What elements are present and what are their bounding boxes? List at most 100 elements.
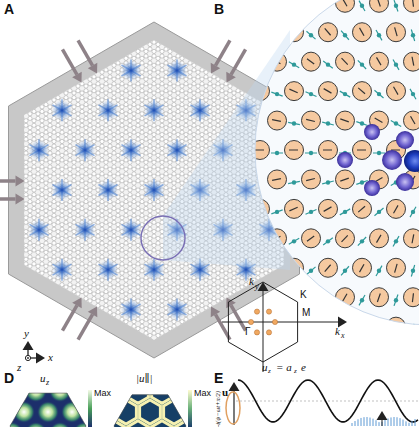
lattice-site: [120, 96, 124, 100]
lattice-site: [128, 82, 132, 86]
lattice-site: [132, 199, 136, 203]
lattice-site: [8, 146, 12, 150]
lattice-site: [20, 227, 24, 231]
lattice-site: [140, 278, 144, 282]
lattice-site: [100, 236, 104, 240]
lattice-site: [96, 290, 100, 294]
lattice-site: [164, 116, 168, 120]
lattice-site: [144, 202, 148, 206]
lattice-site: [96, 202, 100, 206]
lattice-site: [164, 167, 168, 171]
lattice-site: [28, 181, 32, 185]
lattice-site: [136, 123, 140, 127]
lattice-site: [172, 283, 176, 287]
lattice-site: [40, 285, 44, 289]
lattice-site: [108, 172, 112, 176]
lattice-site: [196, 324, 200, 328]
lattice-site: [36, 102, 40, 106]
lattice-site: [92, 126, 96, 130]
lattice-site: [24, 234, 28, 238]
lattice-site: [28, 209, 32, 213]
lattice-site: [88, 105, 92, 109]
lattice-site: [148, 292, 152, 296]
lattice-site: [188, 144, 192, 148]
lattice-site: [52, 84, 56, 88]
lattice-site: [100, 320, 104, 324]
lattice-site: [52, 167, 56, 171]
lattice-site: [204, 324, 208, 328]
lattice-site: [116, 241, 120, 245]
lattice-site: [164, 181, 168, 185]
lattice-site: [144, 160, 148, 164]
lattice-site: [188, 283, 192, 287]
lattice-site: [72, 188, 76, 192]
lattice-site: [116, 199, 120, 203]
lattice-site: [76, 320, 80, 324]
lattice-site: [132, 241, 136, 245]
lattice-site: [80, 216, 84, 220]
lattice-site: [108, 223, 112, 227]
lattice-site: [104, 96, 108, 100]
lattice-site: [44, 84, 48, 88]
lattice-site: [180, 296, 184, 300]
lattice-site: [72, 317, 76, 321]
lattice-site: [56, 82, 60, 86]
lattice-site: [120, 206, 124, 210]
lattice-site: [36, 195, 40, 199]
lattice-site: [108, 292, 112, 296]
lattice-site: [252, 296, 256, 300]
lattice-site: [24, 160, 28, 164]
lattice-site: [140, 324, 144, 328]
lattice-site: [16, 137, 20, 141]
lattice-site: [68, 213, 72, 217]
lattice-site: [48, 303, 52, 307]
lattice-site: [124, 324, 128, 328]
lattice-site: [124, 255, 128, 259]
lattice-site: [40, 82, 44, 86]
lattice-site: [40, 96, 44, 100]
lattice-site: [160, 331, 164, 335]
lattice-site: [88, 193, 92, 197]
lattice-site: [88, 77, 92, 81]
lattice-site: [248, 299, 252, 303]
lattice-site: [172, 333, 176, 337]
lattice-site: [132, 116, 136, 120]
lattice-site: [4, 209, 8, 213]
lattice-site: [144, 123, 148, 127]
lattice-site: [120, 262, 124, 266]
lattice-site: [52, 241, 56, 245]
lattice-site: [96, 234, 100, 238]
lattice-site: [112, 132, 116, 136]
lattice-site: [152, 82, 156, 86]
lattice-site: [24, 206, 28, 210]
lattice-site: [160, 165, 164, 169]
lattice-site: [168, 137, 172, 141]
lattice-site: [12, 209, 16, 213]
lattice-site: [148, 199, 152, 203]
lattice-site: [92, 47, 96, 51]
lattice-site: [20, 167, 24, 171]
lattice-site: [116, 98, 120, 102]
lattice-site: [100, 306, 104, 310]
lattice-site: [104, 285, 108, 289]
lattice-site: [88, 119, 92, 123]
lattice-site: [88, 165, 92, 169]
lattice-site: [8, 234, 12, 238]
lattice-site: [140, 112, 144, 116]
lattice-site: [192, 299, 196, 303]
lattice-site: [128, 326, 132, 330]
lattice-site: [136, 248, 140, 252]
lattice-site: [152, 77, 156, 81]
lattice-site: [16, 248, 20, 252]
lattice-site: [84, 130, 88, 134]
lattice-site: [204, 283, 208, 287]
lattice-site: [24, 262, 28, 266]
lattice-site: [156, 139, 160, 143]
lattice-site: [92, 130, 96, 134]
lattice-site: [156, 241, 160, 245]
lattice-site: [140, 158, 144, 162]
lattice-site: [100, 255, 104, 259]
lattice-site: [116, 283, 120, 287]
lattice-site: [140, 181, 144, 185]
lattice-site: [36, 98, 40, 102]
